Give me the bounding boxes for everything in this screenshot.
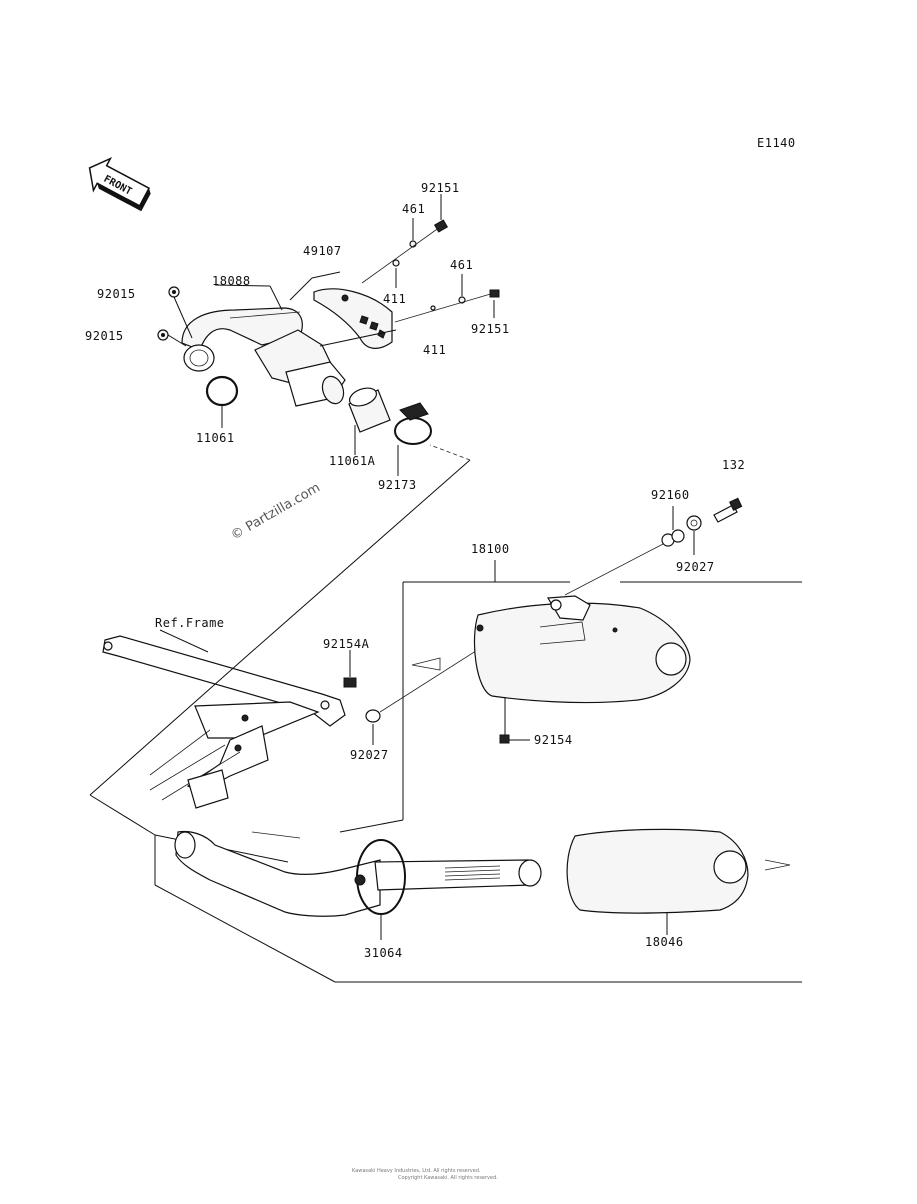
footer-line-1: Kawasaki Heavy Industries, Ltd. All righ… xyxy=(352,1168,481,1174)
washer-461-right[interactable] xyxy=(458,296,466,304)
label-461-top: 461 xyxy=(402,202,425,216)
nut-92015-upper[interactable] xyxy=(168,286,180,298)
label-92015-a: 92015 xyxy=(97,287,136,301)
nut-92015-lower[interactable] xyxy=(157,329,169,341)
label-31064: 31064 xyxy=(364,946,403,960)
diagram-code: E1140 xyxy=(757,136,796,150)
label-11061A: 11061A xyxy=(329,454,376,468)
label-92027-left: 92027 xyxy=(350,748,389,762)
washer-92027-right[interactable] xyxy=(686,515,702,531)
muffler-18100[interactable] xyxy=(473,595,691,704)
label-92154: 92154 xyxy=(534,733,573,747)
label-411-top: 411 xyxy=(383,292,406,306)
label-92027-right: 92027 xyxy=(676,560,715,574)
label-92151-right: 92151 xyxy=(471,322,510,336)
gasket-11061[interactable] xyxy=(205,375,239,407)
bolt-92154[interactable] xyxy=(499,734,510,744)
label-18046: 18046 xyxy=(645,935,684,949)
label-18088: 18088 xyxy=(212,274,251,288)
label-92015-b: 92015 xyxy=(85,329,124,343)
watermark: © Partzilla.com xyxy=(229,480,323,543)
bolt-92151-top[interactable] xyxy=(433,219,449,233)
silencer-shell-18046[interactable] xyxy=(566,828,791,914)
footer-line-2: Copyright Kawasaki. All rights reserved. xyxy=(398,1175,498,1181)
bolt-92154A[interactable] xyxy=(343,677,357,688)
washer-92027-left[interactable] xyxy=(365,709,381,723)
clamp-92173[interactable] xyxy=(394,402,432,445)
sleeve-11061A[interactable] xyxy=(347,385,391,433)
label-92154A: 92154A xyxy=(323,637,370,651)
collar-92160[interactable] xyxy=(661,529,685,547)
label-92160: 92160 xyxy=(651,488,690,502)
heat-guard-49107[interactable] xyxy=(313,288,393,349)
label-411-right: 411 xyxy=(423,343,446,357)
header-pipe-18088[interactable] xyxy=(181,307,347,407)
label-11061: 11061 xyxy=(196,431,235,445)
label-461-right: 461 xyxy=(450,258,473,272)
front-arrow-icon: FRONT xyxy=(88,156,151,212)
rear-subframe xyxy=(102,635,346,809)
bolt-92151-right[interactable] xyxy=(489,289,500,298)
label-49107: 49107 xyxy=(303,244,342,258)
label-ref-frame: Ref.Frame xyxy=(155,616,225,630)
label-92173: 92173 xyxy=(378,478,417,492)
label-132: 132 xyxy=(722,458,745,472)
label-18100: 18100 xyxy=(471,542,510,556)
bolt-132[interactable] xyxy=(713,497,743,523)
collar-411-top[interactable] xyxy=(392,259,400,267)
silencer-pipe-31064[interactable] xyxy=(174,830,542,917)
collar-411-right[interactable] xyxy=(430,305,436,311)
label-92151-top: 92151 xyxy=(421,181,460,195)
